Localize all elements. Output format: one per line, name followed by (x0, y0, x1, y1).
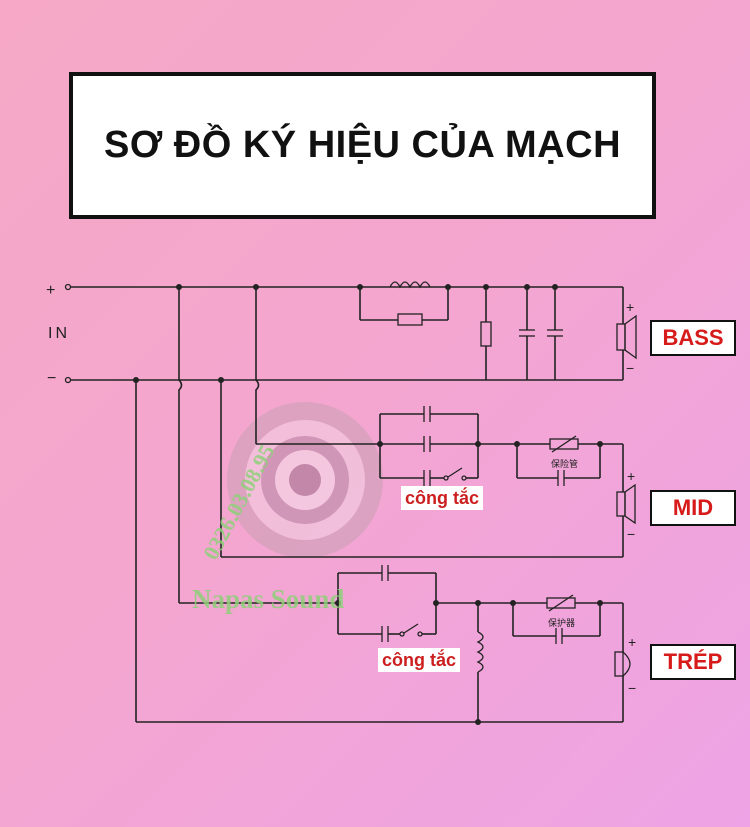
treble-plus-sign: + (628, 634, 636, 650)
mid-label: MID (650, 490, 736, 526)
speaker-watermark-icon (227, 402, 383, 558)
title-box: SƠ ĐỒ KÝ HIỆU CỦA MẠCH (69, 72, 656, 219)
input-label: IN (48, 325, 70, 342)
resistor-icon (397, 313, 423, 326)
input-rails (64, 283, 623, 384)
inductor-icon (389, 281, 431, 289)
junction-dots (133, 284, 603, 725)
bass-section (359, 281, 637, 380)
bass-plus-sign: + (626, 299, 634, 315)
resistor-icon (480, 321, 492, 347)
diagram-title: SƠ ĐỒ KÝ HIỆU CỦA MẠCH (103, 124, 622, 166)
mid-minus-sign: − (627, 526, 635, 542)
mid-speaker-icon (616, 491, 626, 517)
inductor-icon (476, 631, 484, 673)
watermark-brand: Napas Sound (192, 584, 345, 614)
fuse-label: 保险管 (551, 458, 578, 470)
branch-wires (135, 287, 260, 722)
protector-label: 保护器 (548, 617, 575, 629)
treble-minus-sign: − (628, 680, 636, 696)
treble-section (136, 565, 631, 723)
input-minus-sign: − (47, 370, 57, 387)
mid-section (221, 406, 636, 558)
treble-switch-label: công tắc (378, 648, 461, 672)
tweeter-speaker-icon (614, 651, 624, 677)
bass-speaker-icon (616, 323, 626, 351)
bass-label: BASS (650, 320, 736, 356)
input-plus-sign: + (46, 282, 56, 299)
bass-minus-sign: − (626, 360, 634, 376)
mid-plus-sign: + (627, 468, 635, 484)
treble-label: TRÉP (650, 644, 736, 680)
mid-switch-label: công tắc (401, 486, 484, 510)
